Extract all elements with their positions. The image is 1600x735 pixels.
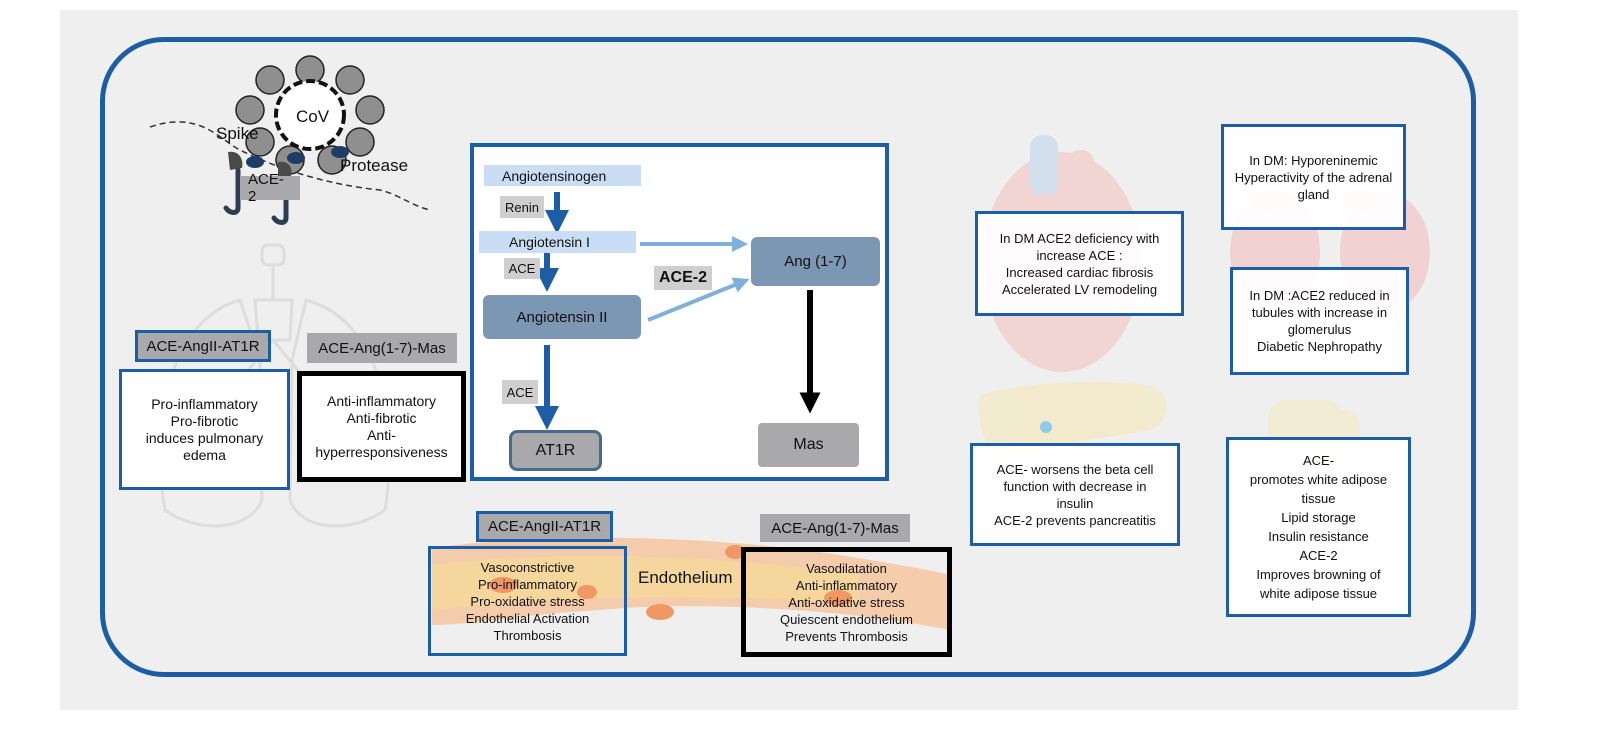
adipose-effect-line: white adipose tissue <box>1259 586 1378 601</box>
ace2-receptor-label: ACE-2 <box>240 171 300 205</box>
heart-effect-line: Increased cardiac fibrosis <box>1005 264 1154 280</box>
lung-right-effect: Anti-inflammatory <box>327 392 436 409</box>
lung-ace-angii-at1r-tag: ACE-AngII-AT1R <box>135 330 271 362</box>
lung-left-effect: Pro-fibrotic <box>170 412 239 429</box>
kidney-effect-line: In DM :ACE2 reduced in <box>1249 288 1390 303</box>
lung-right-effect: hyperresponsiveness <box>315 443 448 460</box>
adrenal-effect-line: gland <box>1297 186 1330 202</box>
lung-left-effect: induces pulmonary <box>145 429 264 446</box>
adipose-effect-line: Lipid storage <box>1281 510 1356 525</box>
kidney-effect-line: Diabetic Nephropathy <box>1256 339 1383 354</box>
adipose-effect-line: ACE- <box>1302 453 1335 468</box>
endothelium-label: Endothelium <box>638 568 733 587</box>
endothelium-right-effect: Quiescent endothelium <box>780 611 913 627</box>
endothelium-left-effect: Pro-inflammatory <box>478 576 577 592</box>
endothelium-band <box>432 537 950 630</box>
ace-label-1: ACE <box>504 258 540 279</box>
endothelium-left-effect: Pro-oxidative stress <box>470 593 585 609</box>
adipose-effect-line: Improves browning of <box>1256 567 1381 582</box>
angiotensinogen-node: Angiotensinogen <box>484 165 641 186</box>
kidney-effects-box: In DM :ACE2 reduced in tubules with incr… <box>1230 267 1409 375</box>
heart-effect-line: increase ACE : <box>1036 247 1123 263</box>
endothelium-left-effect: Thrombosis <box>493 627 562 643</box>
heart-effect-line: Accelerated LV remodeling <box>1001 281 1158 297</box>
pancreas-illustration <box>979 382 1167 462</box>
adipose-effects-box: ACE- promotes white adipose tissue Lipid… <box>1226 437 1411 617</box>
kidney-effect-line: glomerulus <box>1287 322 1352 337</box>
heart-effect-line: In DM ACE2 deficiency with <box>999 230 1160 246</box>
figure-frame <box>100 37 1476 677</box>
cov-label: CoV <box>296 107 330 126</box>
at1r-node: AT1R <box>509 430 602 471</box>
lung-proinflammatory-effects-box: Pro-inflammatory Pro-fibrotic induces pu… <box>119 369 290 490</box>
ace-label-2: ACE <box>502 380 538 404</box>
endothelium-ace-ang17-mas-tag: ACE-Ang(1-7)-Mas <box>760 514 910 542</box>
adipose-effect-line: tissue <box>1301 491 1336 506</box>
adrenal-effect-line: Hyperactivity of the adrenal <box>1234 169 1393 185</box>
endothelium-left-effect: Endothelial Activation <box>465 610 590 626</box>
endothelium-activation-effects-box: Vasoconstrictive Pro-inflammatory Pro-ox… <box>428 546 627 656</box>
adipose-effect-line: promotes white adipose <box>1249 472 1388 487</box>
mas-node: Mas <box>758 423 859 467</box>
endothelium-left-effect: Vasoconstrictive <box>480 559 575 575</box>
endothelium-quiescent-effects-box: Vasodilatation Anti-inflammatory Anti-ox… <box>741 547 952 657</box>
endothelium-right-effect: Vasodilatation <box>806 560 887 576</box>
endothelium-right-effect: Anti-inflammatory <box>795 577 898 593</box>
lung-left-effect: Pro-inflammatory <box>151 395 258 412</box>
renin-label: Renin <box>500 196 544 218</box>
pancreas-effect-line: ACE-2 prevents pancreatitis <box>994 512 1156 528</box>
endothelium-right-effect: Prevents Thrombosis <box>785 628 908 644</box>
endothelium-right-effect: Anti-oxidative stress <box>788 594 905 610</box>
ang-ii-to-ang17-arrow <box>647 277 750 322</box>
lung-right-effect: Anti-fibrotic <box>346 409 417 426</box>
adipose-effect-line: Insulin resistance <box>1268 529 1369 544</box>
pancreas-effect-line: ACE- worsens the beta cell <box>996 461 1154 477</box>
lung-antiinflammatory-effects-box: Anti-inflammatory Anti-fibrotic Anti- hy… <box>297 371 466 482</box>
angiotensin-i-node: Angiotensin I <box>479 231 636 253</box>
lung-ace-ang17-mas-tag: ACE-Ang(1-7)-Mas <box>307 333 457 363</box>
endothelium-ace-angii-at1r-tag: ACE-AngII-AT1R <box>476 511 613 542</box>
lung-right-effect: Anti- <box>367 426 396 443</box>
ace2-enzyme-label: ACE-2 <box>654 266 712 290</box>
adrenal-effects-box: In DM: Hyporeninemic Hyperactivity of th… <box>1221 124 1406 230</box>
ace2-receptor-icon <box>223 167 289 225</box>
spike-label: Spike <box>216 124 259 143</box>
protease-label: Protease <box>340 156 409 175</box>
lung-left-effect: edema <box>183 446 226 463</box>
angiotensin-ii-node: Angiotensin II <box>483 295 641 339</box>
pancreas-effects-box: ACE- worsens the beta cell function with… <box>970 443 1180 546</box>
pancreas-effect-line: insulin <box>1056 495 1094 511</box>
kidney-effect-line: tubules with increase in <box>1251 305 1388 320</box>
pancreas-effect-line: function with decrease in <box>1003 478 1147 494</box>
adrenal-effect-line: In DM: Hyporeninemic <box>1249 152 1378 168</box>
adipose-effect-line: ACE-2 <box>1299 548 1338 563</box>
heart-effects-box: In DM ACE2 deficiency with increase ACE … <box>975 211 1184 316</box>
ang17-node: Ang (1-7) <box>751 237 880 286</box>
